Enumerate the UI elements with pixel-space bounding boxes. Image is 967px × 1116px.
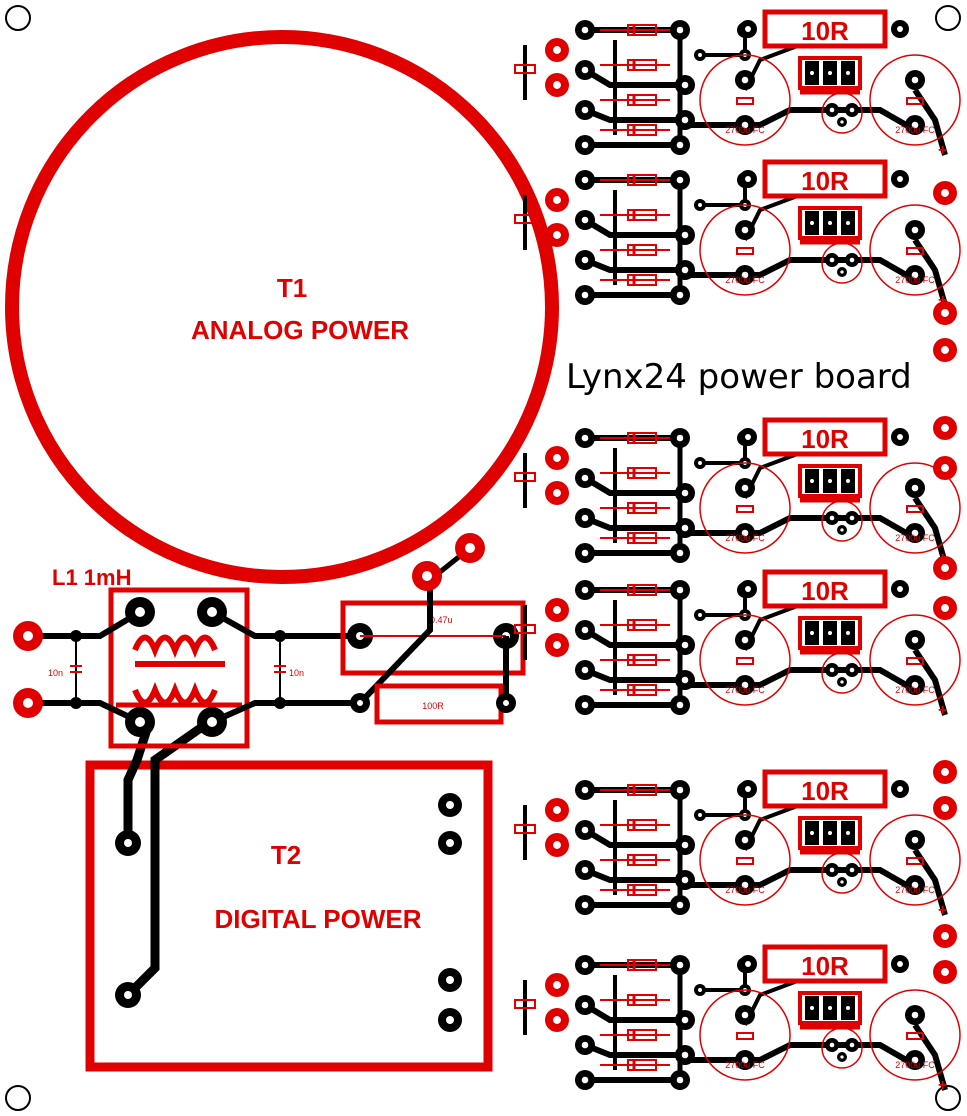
mounting-hole-bottom-left bbox=[5, 1085, 31, 1111]
regulator-capacitor-label: 2700u FC bbox=[895, 885, 935, 895]
regulator-resistor-label: 10R bbox=[801, 576, 849, 606]
t2-transformer: T2 DIGITAL POWER bbox=[85, 716, 493, 1072]
board-title: Lynx24 power board bbox=[566, 357, 912, 397]
polarity-plus-label: + bbox=[938, 1077, 947, 1094]
regulator-capacitor-label: 2700u FC bbox=[725, 1060, 765, 1070]
l1-label: L1 1mH bbox=[52, 565, 131, 590]
regulator-capacitor-label: 2700u FC bbox=[725, 685, 765, 695]
filter-cap-left-label: 10n bbox=[48, 668, 63, 678]
t2-name: DIGITAL POWER bbox=[214, 904, 421, 934]
l1-outline bbox=[108, 587, 250, 749]
polarity-plus-label: + bbox=[938, 702, 947, 719]
regulator-capacitor-label: 2700u FC bbox=[895, 125, 935, 135]
polarity-plus-label: + bbox=[938, 292, 947, 309]
regulator-capacitor-label: 2700u FC bbox=[725, 125, 765, 135]
mounting-hole-bottom-right bbox=[935, 1085, 961, 1111]
t1-outline bbox=[5, 30, 559, 584]
t1-transformer: T1 ANALOG POWER bbox=[5, 30, 559, 584]
regulator-capacitor-label: 2700u FC bbox=[895, 533, 935, 543]
regulator-capacitor-label: 2700u FC bbox=[895, 1060, 935, 1070]
mounting-hole-top-right bbox=[935, 5, 961, 31]
regulator-capacitor-label: 2700u FC bbox=[895, 275, 935, 285]
t2-outline bbox=[85, 760, 493, 1072]
regulator-resistor-label: 10R bbox=[801, 776, 849, 806]
polarity-plus-label: + bbox=[938, 902, 947, 919]
mounting-holes bbox=[5, 5, 961, 1111]
mounting-hole-top-left bbox=[5, 5, 31, 31]
filter-cap-right-label: 10n bbox=[289, 668, 304, 678]
regulator-resistor-label: 10R bbox=[801, 166, 849, 196]
mains-resistor-label: 100R bbox=[422, 701, 444, 711]
t2-ref: T2 bbox=[271, 840, 301, 870]
regulator-capacitor-label: 2700u FC bbox=[725, 533, 765, 543]
regulator-resistor-label: 10R bbox=[801, 424, 849, 454]
mains-cap-label: 0.47u bbox=[430, 615, 453, 625]
regulator-resistor-label: 10R bbox=[801, 951, 849, 981]
mains-filter: L1 1mH 10n 10n 0.47u bbox=[13, 533, 526, 749]
polarity-plus-label: + bbox=[938, 142, 947, 159]
t1-name: ANALOG POWER bbox=[191, 315, 409, 345]
regulator-capacitor-label: 2700u FC bbox=[725, 275, 765, 285]
regulator-resistor-label: 10R bbox=[801, 16, 849, 46]
regulator-capacitor-label: 2700u FC bbox=[725, 885, 765, 895]
t1-ref: T1 bbox=[277, 273, 307, 303]
output-connectors bbox=[933, 181, 957, 984]
regulator-capacitor-label: 2700u FC bbox=[895, 685, 935, 695]
